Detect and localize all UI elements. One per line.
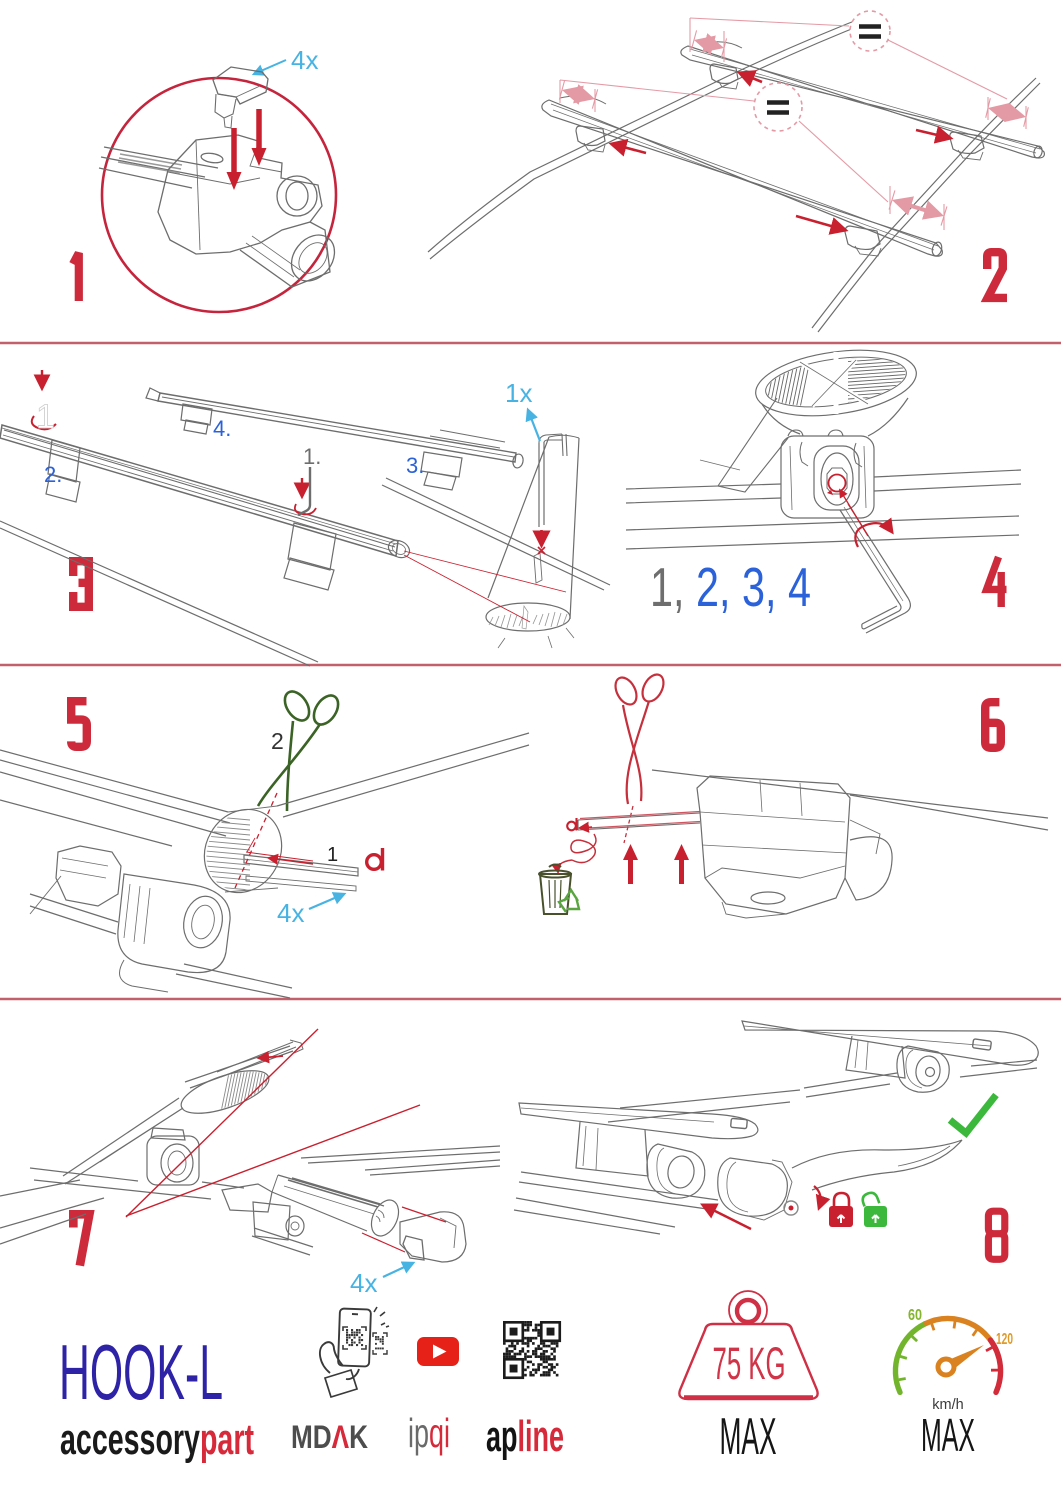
svg-text:MAX: MAX [720,1408,777,1466]
svg-text:3.: 3. [406,453,424,478]
svg-text:4x: 4x [291,45,318,75]
svg-text:MDΛK: MDΛK [291,1419,368,1455]
svg-text:120: 120 [996,1331,1013,1348]
svg-text:75 KG: 75 KG [713,1338,786,1389]
svg-text:ipqi: ipqi [408,1410,450,1456]
svg-text:2.: 2. [44,462,62,487]
svg-text:1x: 1x [505,378,532,408]
svg-text:4.: 4. [213,416,231,441]
svg-text:HOOK-L: HOOK-L [59,1328,223,1416]
svg-text:60: 60 [908,1307,922,1324]
svg-text:accessorypart: accessorypart [60,1415,254,1464]
svg-text:1: 1 [327,844,338,866]
svg-text:MAX: MAX [921,1409,975,1461]
svg-text:1: 1 [36,398,55,436]
svg-text:2: 2 [271,728,284,754]
svg-text:1, 2, 3, 4: 1, 2, 3, 4 [650,556,811,618]
svg-text:4x: 4x [350,1268,377,1298]
svg-text:4x: 4x [277,898,304,928]
svg-text:1.: 1. [303,444,321,469]
svg-text:apline: apline [486,1412,564,1461]
